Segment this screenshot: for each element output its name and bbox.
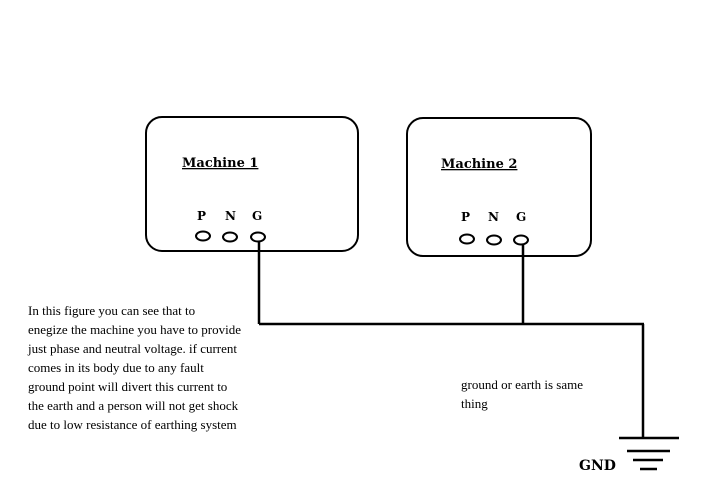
machine-1-terminal-p-socket (195, 230, 211, 242)
machine-2: Machine 2 P N G (406, 117, 592, 257)
machine-1-terminal-g-socket (250, 231, 266, 243)
note-line: enegize the machine you have to provide (28, 322, 241, 337)
machine-2-title: Machine 2 (441, 157, 517, 172)
ground-label: GND (579, 458, 616, 474)
machine-1-terminal-n-socket (222, 231, 238, 243)
ground-earth-note: ground or earth is same thing (461, 375, 583, 413)
machine-1-terminal-p: P (197, 209, 206, 223)
note-line: the earth and a person will not get shoc… (28, 398, 239, 413)
note-line: ground point will divert this current to (28, 379, 228, 394)
machine-1-title: Machine 1 (182, 156, 258, 171)
machine-2-terminal-g-socket (513, 234, 529, 246)
machine-2-terminal-n-socket (486, 234, 502, 246)
machine-1-box (145, 116, 359, 252)
machine-2-terminal-n: N (488, 210, 499, 224)
machine-2-terminal-p: P (461, 210, 470, 224)
earth-wiring (257, 241, 645, 438)
machine-2-terminal-p-socket (459, 233, 475, 245)
note-line: ground or earth is same (461, 377, 584, 392)
explanation-note: In this figure you can see that to enegi… (28, 301, 241, 434)
machine-1-terminal-n: N (225, 209, 236, 223)
ground-symbol-icon (619, 436, 679, 471)
note-line: due to low resistance of earthing system (28, 417, 237, 432)
note-line: thing (461, 396, 488, 411)
machine-1-terminal-g: G (252, 209, 262, 223)
machine-2-box (406, 117, 592, 257)
note-line: comes in its body due to any fault (28, 360, 204, 375)
note-line: just phase and neutral voltage. if curre… (28, 341, 238, 356)
note-line: In this figure you can see that to (28, 303, 196, 318)
machine-1: Machine 1 P N G (145, 116, 359, 252)
machine-2-terminal-g: G (516, 210, 526, 224)
